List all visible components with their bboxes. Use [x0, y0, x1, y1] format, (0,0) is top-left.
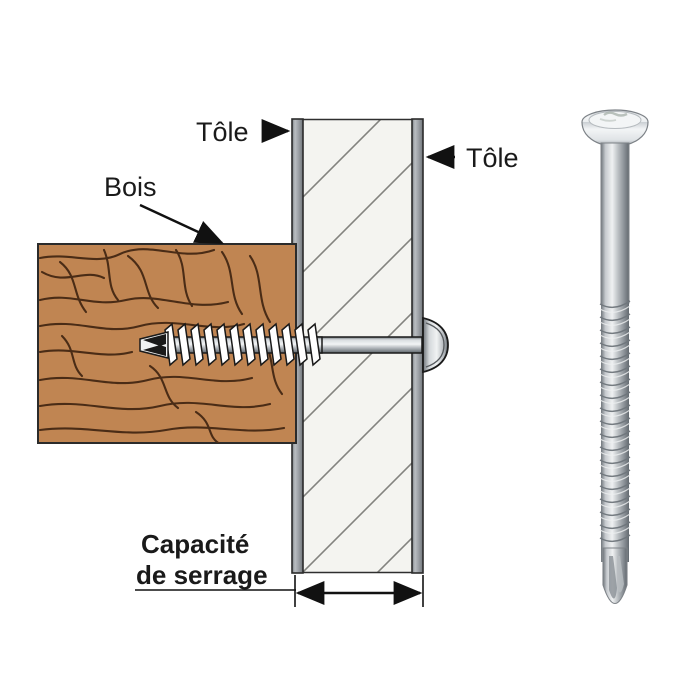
bois-arrow: [139, 203, 225, 245]
label-tole-right: Tôle: [466, 143, 519, 173]
label-tole-left: Tôle: [196, 117, 249, 147]
label-capacite-line2: de serrage: [136, 560, 268, 590]
product-screw-shank: [600, 142, 630, 304]
panel-hatching: [302, 119, 413, 573]
wood-grain: [38, 248, 286, 443]
product-screw-head: [581, 109, 649, 147]
annotation-tole-left: Tôle: [196, 117, 291, 147]
annotation-bois: Bois: [104, 172, 225, 245]
screw-installed: [139, 316, 449, 374]
screw-threads: [159, 322, 323, 367]
annotation-capacite: Capacité de serrage: [136, 529, 268, 590]
dimension-capacite-serrage: [135, 575, 424, 607]
product-screw-drill-point: [602, 547, 628, 605]
label-capacite-line1: Capacité: [141, 529, 249, 559]
screw-drill-point: [139, 331, 169, 359]
screw-product-view: [581, 109, 649, 605]
screw-shank: [317, 336, 423, 354]
product-screw-threads: [599, 300, 631, 562]
label-bois: Bois: [104, 172, 157, 202]
annotation-tole-right: Tôle: [425, 143, 519, 173]
screw-head-wafer: [422, 316, 449, 374]
